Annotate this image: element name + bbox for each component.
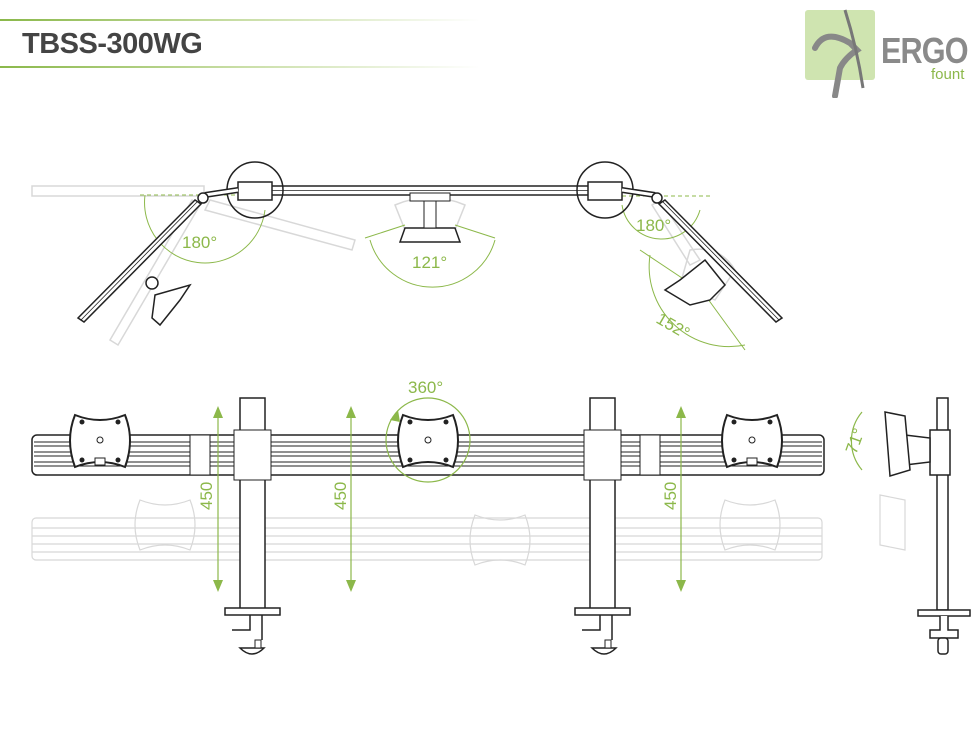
tilt-arc (850, 411, 863, 471)
header-line-top (0, 19, 480, 21)
header-line-bottom (0, 66, 480, 68)
ghost-lowered-bar (31, 494, 906, 566)
rotation-arrow-icon (390, 410, 400, 422)
logo-swoosh-icon (812, 9, 865, 98)
height-label-left: 450 (197, 482, 216, 510)
height-label-center: 450 (331, 482, 350, 510)
rotation-circle (385, 397, 471, 483)
height-label-right: 450 (661, 482, 680, 510)
center-bracket (409, 192, 451, 202)
logo-sub: fount (931, 66, 965, 83)
rotation-label: 360° (408, 378, 443, 397)
vesa-plate-center (397, 413, 459, 469)
angle-label-center-head: 121° (412, 253, 447, 272)
right-monitor-head (663, 258, 727, 306)
height-arrows (213, 406, 686, 592)
side-monitor-head (884, 411, 911, 477)
top-view: 180° 121° 180° 152° (31, 161, 784, 351)
left-monitor-head (151, 283, 192, 327)
tilt-label: 71° (842, 426, 869, 457)
page-title: TBSS-300WG (22, 28, 203, 60)
vesa-plate-right (721, 413, 783, 469)
angle-label-right-arm: 180° (636, 216, 671, 235)
center-monitor-head (398, 227, 462, 243)
ergofount-logo: ERGO fount (805, 8, 977, 98)
logo-brand: ERGO (881, 30, 969, 71)
post-right (574, 397, 631, 655)
angle-label-right-head: 152° (653, 309, 693, 343)
angle-label-left-arm: 180° (182, 233, 217, 252)
front-view: 360° 450 450 450 (31, 378, 906, 655)
post-left (224, 397, 281, 655)
vesa-plate-left (69, 413, 131, 469)
side-view: 71° (842, 397, 971, 655)
